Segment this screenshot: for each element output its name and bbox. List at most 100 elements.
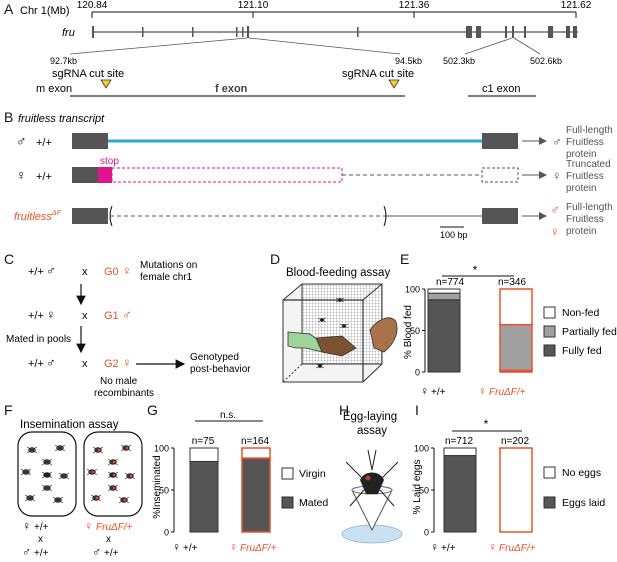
row2-stop-block [98, 167, 112, 183]
g-xlabel-1: +/+ [183, 543, 198, 554]
c-note4-a: Genotyped [190, 352, 239, 363]
e-bar-partially-fed-1 [499, 323, 533, 372]
g-y-tick-label: 0 [164, 528, 169, 538]
row3-label: fruitlessΔF [14, 210, 62, 223]
panel-c: C +/+ ♂ x G0 ♀ Mutations on female chr1 … [4, 251, 251, 399]
e-y-tick-label: 50 [410, 326, 420, 336]
cage-illustration [282, 283, 398, 383]
mosquito-icon [24, 494, 36, 502]
f-mosquitoes-wt [20, 444, 70, 504]
g-ylabel: %Inseminated [152, 455, 163, 518]
panel-h: H Egg-laying assay [339, 402, 403, 544]
panel-label-e: E [400, 251, 409, 267]
row1-out-1: Full-length [566, 125, 613, 136]
row1-exon-c1 [482, 133, 518, 149]
e-legend-2: Partially fed [562, 326, 617, 338]
zoom-line-left-a [69, 37, 248, 55]
chr-tick-2: 121.10 [238, 0, 269, 11]
f-geno-2: FruΔF/+ [96, 522, 133, 533]
c-gen0-x: x [82, 266, 88, 278]
c-gen0-male: ♂ [46, 263, 56, 278]
row2-out-2: Fruitless [566, 171, 604, 182]
panel-label-d: D [270, 251, 280, 267]
f-sex-1: ♀ [22, 519, 31, 533]
row3-exon-m [72, 208, 108, 224]
row2-f-exon-box [111, 167, 343, 183]
e-y-tick-label: 100 [405, 285, 420, 295]
row3-out-male: ♂ [550, 202, 560, 217]
mosquito-icon [107, 458, 119, 466]
i-ylabel: % Laid eggs [412, 459, 423, 514]
e-bar-non-fed-1 [499, 288, 533, 326]
stop-label: stop [100, 156, 119, 167]
zoom-line-right-a [464, 37, 513, 55]
c-gen2-x: x [82, 358, 88, 370]
mosquito-icon [20, 468, 32, 476]
f-mosquitoes-mut [86, 444, 136, 504]
chr-tick-1: 120.84 [77, 0, 108, 11]
mosquito-icon [54, 444, 66, 452]
zoom-line-left-b [248, 37, 401, 55]
panel-f: F Insemination assay ♀ +/+ x ♂ +/+ ♀ Fru… [4, 402, 143, 559]
g-sig: n.s. [220, 410, 236, 421]
panel-label-c: C [4, 251, 14, 267]
f-msex-2: ♂ [92, 545, 101, 559]
chr-tick-4: 121.62 [561, 0, 592, 11]
row1-out-2: Fruitless [566, 137, 604, 148]
row3-exon-c1 [482, 208, 518, 224]
panel-label-h: H [339, 402, 349, 418]
i-legend-2: Eggs laid [562, 497, 605, 509]
zoom-left-start: 92.7kb [50, 56, 77, 66]
mosquito-icon [52, 496, 64, 504]
i-n-2: n=202 [501, 436, 530, 447]
c-gen1-female: ♀ [46, 307, 56, 322]
c-note1-b: female chr1 [140, 272, 193, 283]
mosquito-icon [86, 468, 98, 476]
e-xlabel-2: FruΔF/+ [489, 387, 526, 398]
e-chart: 100 50 0 [405, 285, 533, 378]
mosquito-icon [90, 494, 102, 502]
i-y-tick-label: 0 [424, 528, 429, 538]
g-bar-virgin-1 [241, 447, 271, 459]
e-y-tick-label: 0 [415, 368, 420, 378]
g-n-1: n=75 [192, 436, 215, 447]
g-xlabel-2: FruΔF/+ [240, 543, 277, 554]
mosquito-icon [120, 444, 132, 452]
row3-name: fruitless [14, 211, 52, 223]
c-gen0-pp: +/+ [28, 266, 44, 278]
i-xlabel-2: FruΔF/+ [499, 543, 536, 554]
g-bar-mated-1 [241, 457, 271, 533]
transcript-title: fruitless transcript [18, 113, 105, 125]
c-gen2-male: ♂ [46, 355, 56, 370]
panel-b: B fruitless transcript ♂ +/+ ♂ Full-leng… [4, 109, 613, 240]
g-legend-1: Virgin [299, 468, 326, 480]
row3-out-3: protein [566, 226, 597, 237]
cut-site-triangle-1 [100, 79, 112, 89]
g-bar-virgin-0 [189, 447, 219, 462]
i-x2-sex: ♀ [488, 540, 497, 554]
f-sex-2: ♀ [84, 519, 93, 533]
e-x1-sex: ♀ [420, 384, 429, 398]
e-x2-sex: ♀ [478, 384, 487, 398]
egg-cup-illustration [341, 449, 403, 544]
c-gen1-x: x [82, 310, 88, 322]
c-gen1-pp: +/+ [28, 310, 44, 322]
i-bar-no-eggs-1 [499, 447, 533, 533]
i-y-tick-label: 100 [414, 444, 429, 454]
female-symbol-1: ♀ [16, 167, 27, 183]
c-gen2-pp: +/+ [28, 358, 44, 370]
h-title-1: Egg-laying [343, 411, 397, 423]
chr-ticks [91, 12, 577, 18]
e-bar-fully-fed-0 [427, 299, 461, 373]
g-x1-sex: ♀ [172, 540, 181, 554]
zoom-left-end: 94.5kb [395, 56, 422, 66]
male-symbol-1: ♂ [16, 133, 27, 149]
row3-out-1: Full-length [566, 202, 613, 213]
panel-label-g: G [147, 402, 158, 418]
mosquito-icon [26, 446, 38, 454]
row1-genotype: +/+ [36, 137, 52, 149]
